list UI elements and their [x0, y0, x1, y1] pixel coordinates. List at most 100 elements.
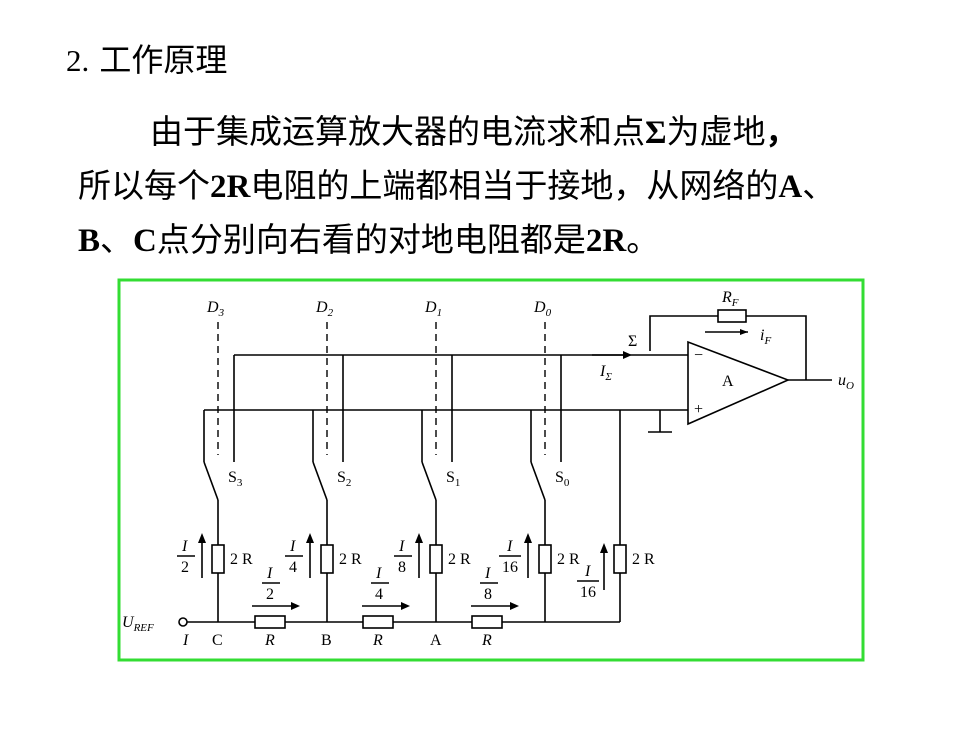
node-term: C [133, 223, 157, 259]
branch-current-3: I 2 [177, 533, 206, 578]
text: 为虚地 [666, 112, 766, 151]
svg-text:I: I [181, 538, 188, 555]
node-term: A [778, 169, 803, 205]
opamp-triangle [687, 340, 791, 426]
svg-text:8: 8 [398, 559, 406, 576]
series-r-label-3: R [481, 632, 492, 649]
d0-label: D0 [533, 299, 552, 319]
comma: ， [765, 115, 799, 151]
r2-label-terminator: 2 R [632, 551, 655, 568]
svg-text:I: I [289, 538, 296, 555]
branch-d2: D2 S2 2 R [312, 299, 362, 622]
sigma-node-label: Σ [628, 333, 637, 350]
svg-text:I: I [484, 565, 491, 582]
uref-label: UREF [122, 614, 154, 634]
paragraph-line-3: B、C点分别向右看的对地电阻都是2R。 [78, 218, 659, 263]
svg-text:4: 4 [375, 586, 383, 603]
uref-terminal [178, 617, 188, 627]
branch-current-1: I 8 [394, 533, 423, 578]
ladder-arrowhead-3 [510, 602, 519, 610]
svg-text:I: I [375, 565, 382, 582]
d1-label: D1 [424, 299, 442, 319]
ladder-arrowhead-2 [401, 602, 410, 610]
resistor-2r-1 [429, 544, 443, 574]
series-resistor-3 [471, 615, 503, 629]
i-sigma-label: IΣ [599, 363, 612, 383]
s3-label: S3 [228, 469, 243, 489]
d2-label: D2 [315, 299, 334, 319]
i-label: I [182, 632, 189, 649]
svg-text:I: I [398, 538, 405, 555]
svg-text:I: I [506, 538, 513, 555]
branch-current-0: I 16 [499, 533, 532, 578]
resistor-2r-2 [320, 544, 334, 574]
paragraph-line-1: 由于集成运算放大器的电流求和点Σ为虚地， [150, 110, 799, 155]
s0-label: S0 [555, 469, 570, 489]
svg-text:16: 16 [580, 584, 596, 601]
s3-switch-blade [203, 461, 219, 501]
section-heading: 2. 工作原理 [66, 38, 227, 83]
branch-d0: D0 S0 2 R [530, 299, 580, 622]
r2-label-2: 2 R [339, 551, 362, 568]
paragraph-line-2: 所以每个2R电阻的上端都相当于接地，从网络的A、 [78, 164, 835, 209]
r2-label-3: 2 R [230, 551, 253, 568]
series-r-label-2: R [372, 632, 383, 649]
d3-label: D3 [206, 299, 225, 319]
s0-switch-blade [530, 461, 546, 501]
output-label: uO [838, 372, 854, 392]
svg-text:2: 2 [266, 586, 274, 603]
resistor-2r-0 [538, 544, 552, 574]
svg-text:16: 16 [502, 559, 518, 576]
node-term: B [78, 223, 101, 259]
s1-switch-blade [421, 461, 437, 501]
series-resistor-1 [254, 615, 286, 629]
section-number: 2. [66, 43, 90, 78]
series-resistor-2 [362, 615, 394, 629]
s2-label: S2 [337, 469, 351, 489]
i-sigma-arrowhead [623, 351, 632, 359]
node-b-label: B [321, 632, 332, 649]
svg-text:8: 8 [484, 586, 492, 603]
text: 、 [100, 220, 134, 259]
ladder-current-1: I 2 [262, 565, 280, 603]
if-label: iF [760, 327, 771, 347]
resistor-term: 2R [585, 223, 627, 259]
text: 点分别向右看的对地电阻都是 [156, 220, 586, 259]
if-arrowhead [740, 329, 748, 335]
svg-text:4: 4 [289, 559, 297, 576]
ladder-arrowhead-1 [291, 602, 300, 610]
text: 电阻的上端都相当于接地，从网络的 [250, 166, 779, 205]
text: 由于集成运算放大器的电流求和点 [150, 112, 645, 151]
feedback-wire [649, 315, 807, 380]
svg-text:I: I [266, 565, 273, 582]
r2-label-0: 2 R [557, 551, 580, 568]
s2-switch-blade [312, 461, 328, 501]
text: 所以每个 [78, 166, 210, 205]
svg-text:2: 2 [181, 559, 189, 576]
resistor-2r-terminator [613, 544, 627, 574]
feedback-resistor [717, 309, 747, 323]
node-a-label: A [430, 632, 442, 649]
series-r-label-1: R [264, 632, 275, 649]
node-c-label: C [212, 632, 223, 649]
text: 。 [626, 220, 660, 259]
resistor-2r-3 [211, 544, 225, 574]
diagram-border [117, 278, 865, 662]
opamp-minus: − [694, 347, 703, 364]
branch-d1: D1 S1 2 R [421, 299, 471, 622]
r2-label-1: 2 R [448, 551, 471, 568]
branch-current-2: I 4 [285, 533, 314, 578]
ladder-current-3: I 8 [480, 565, 498, 603]
branch-current-terminator: I 16 [577, 543, 608, 601]
rf-label: RF [721, 289, 739, 309]
resistor-term: 2R [210, 169, 251, 205]
section-title: 工作原理 [99, 41, 228, 79]
opamp-plus: + [694, 401, 703, 418]
sigma-symbol: Σ [645, 115, 667, 151]
text: 、 [802, 166, 836, 205]
opamp-label: A [722, 373, 734, 390]
s1-label: S1 [446, 469, 460, 489]
ladder-current-2: I 4 [371, 565, 389, 603]
svg-text:I: I [584, 563, 591, 580]
